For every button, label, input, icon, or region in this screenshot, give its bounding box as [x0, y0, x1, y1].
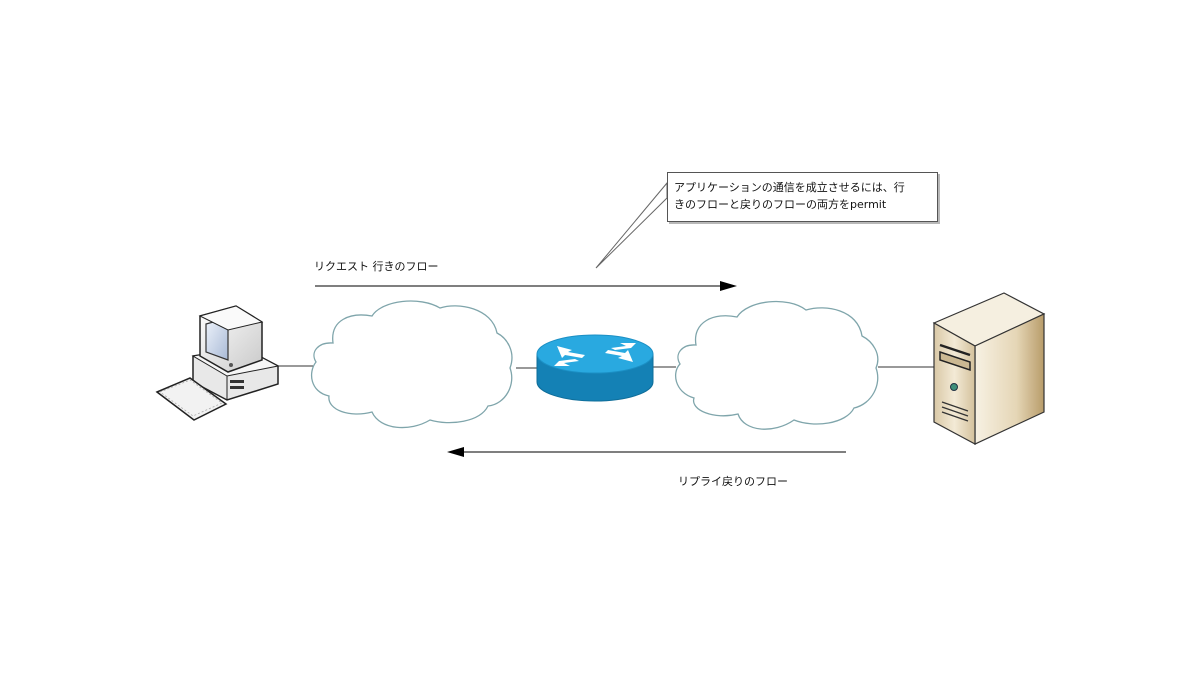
- request-flow-label: リクエスト 行きのフロー: [314, 260, 439, 273]
- links: [278, 365, 935, 369]
- callout-note: アプリケーションの通信を成立させるには、行 きのフローと戻りのフローの両方をpe…: [667, 172, 938, 222]
- server-tower-icon: [932, 292, 1046, 446]
- callout-line-2: きのフローと戻りのフローの両方をpermit: [674, 198, 887, 211]
- cloud-left-icon: [310, 300, 513, 429]
- reply-flow-label: リプライ戻りのフロー: [678, 475, 788, 488]
- callout-pointer: [595, 181, 668, 269]
- router-icon: [536, 334, 654, 402]
- reply-flow-arrow: [447, 447, 846, 457]
- desktop-computer-icon: [155, 305, 280, 421]
- cloud-right-icon: [674, 300, 879, 430]
- request-flow-arrow: [315, 281, 737, 291]
- callout-line-1: アプリケーションの通信を成立させるには、行: [674, 181, 905, 194]
